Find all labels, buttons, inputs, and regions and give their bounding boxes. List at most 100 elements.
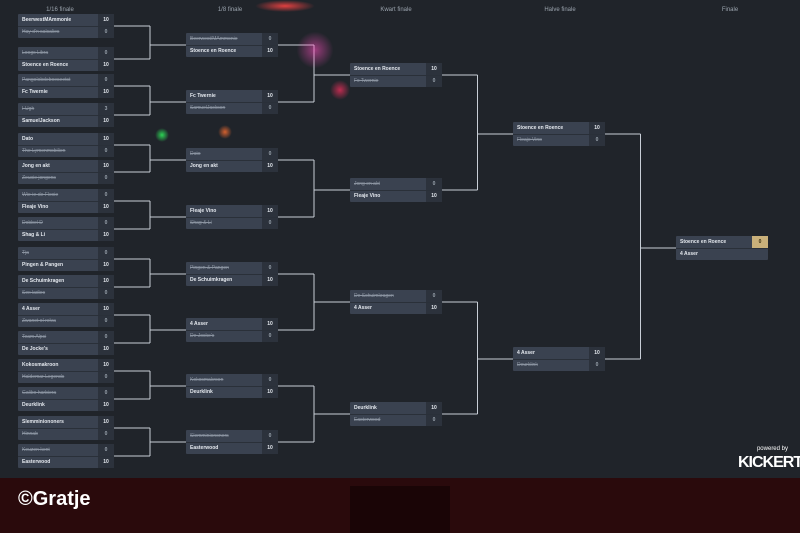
team-score: 0 [589,134,605,146]
team-score: 10 [98,399,114,411]
brand-powered: powered by [756,446,788,452]
team-name: I-Ugh [22,106,35,112]
watermark: ©Gratje [18,488,91,510]
team-name: Pingen & Pangen [190,265,229,271]
team-score: 0 [426,290,442,302]
team-score: 0 [98,172,114,184]
team-name: Loogs Libra [22,50,49,56]
header-round8: 1/8 finale [217,7,243,13]
team-name: Hinnab [22,431,38,437]
divider [18,456,114,457]
divider [18,145,114,146]
team-score: 0 [98,287,114,299]
team-score: 0 [98,217,114,229]
team-name: Kokosmakroon [22,362,59,368]
team-score: 10 [426,63,442,75]
team-score: 0 [752,236,768,248]
divider [186,274,278,275]
team-score: 10 [98,115,114,127]
divider [186,217,278,218]
team-name: Wie-ie-de Flexie [22,192,59,198]
divider [18,428,114,429]
team-name: Dobbel D [22,220,43,226]
team-name: Kokosmakroon [190,377,224,383]
team-name: SamuelJackson [190,105,226,111]
team-name: Beerwest/MAmmonie [190,36,238,42]
divider [513,359,605,360]
team-score: 0 [426,178,442,190]
team-score: 0 [98,428,114,440]
team-row: Dobbel D 0 [18,217,114,229]
team-score: 10 [98,359,114,371]
team-score: 0 [589,359,605,371]
team-score: 10 [98,86,114,98]
team-name: Tja [22,250,29,256]
team-score: 3 [98,103,114,115]
team-score: 10 [262,45,278,57]
team-name: Deurklink [517,362,538,368]
team-score: 10 [98,303,114,315]
team-score: 10 [262,442,278,454]
brand-logo: powered by KICKERTO [734,440,800,478]
team-score: 10 [426,402,442,414]
team-score: 10 [98,229,114,241]
team-name: Zwanet ol relva [22,318,56,324]
divider [186,442,278,443]
team-name: Team Alpsi [22,334,47,340]
team-name: Easterwood [190,445,219,451]
team-row: Wie-ie-de Flexie 0 [18,189,114,201]
team-name: Jong en akt [190,163,218,169]
team-name: Fc Twernie [190,93,216,99]
team-name: Deurklink [22,402,45,408]
team-name: Galibo harbiera [22,390,57,396]
team-score: 0 [98,444,114,456]
team-score: 10 [98,456,114,468]
team-score: 0 [98,189,114,201]
